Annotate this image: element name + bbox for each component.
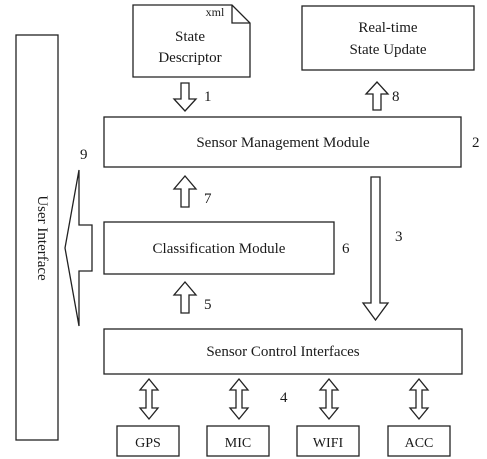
number-9: 9 xyxy=(80,147,88,163)
number-1: 1 xyxy=(204,89,212,105)
sensor-mic: MIC xyxy=(206,425,270,457)
number-5: 5 xyxy=(204,297,212,313)
arrow-wifi-bidirectional xyxy=(318,377,340,421)
sensor-acc-label: ACC xyxy=(405,436,434,451)
classification-module: Classification Module xyxy=(103,221,335,275)
sensor-control-interfaces: Sensor Control Interfaces xyxy=(103,328,463,375)
arrow-8-up xyxy=(364,81,390,111)
sensor-mic-label: MIC xyxy=(225,436,251,451)
state-descriptor-doc: xml State Descriptor xyxy=(132,4,251,78)
state-descriptor-line2: Descriptor xyxy=(158,50,221,66)
sensor-gps-label: GPS xyxy=(135,436,161,451)
sensor-wifi-label: WIFI xyxy=(313,436,344,451)
arrow-1-down xyxy=(172,82,198,112)
number-3: 3 xyxy=(395,229,403,245)
number-4: 4 xyxy=(280,390,288,406)
xml-tag: xml xyxy=(206,5,225,19)
realtime-line2: State Update xyxy=(349,42,426,58)
classification-label: Classification Module xyxy=(153,241,286,257)
sensor-control-label: Sensor Control Interfaces xyxy=(206,344,359,360)
user-interface-label: User Interface xyxy=(34,195,50,281)
number-7: 7 xyxy=(204,191,212,207)
number-2: 2 xyxy=(472,135,480,151)
realtime-state-update-box: Real-time State Update xyxy=(301,5,475,71)
sensor-gps: GPS xyxy=(116,425,180,457)
number-6: 6 xyxy=(342,241,350,257)
number-8: 8 xyxy=(392,89,400,105)
arrow-3-down xyxy=(361,176,390,322)
state-descriptor-line1: State xyxy=(175,29,205,45)
user-interface-box: User Interface xyxy=(15,34,59,441)
arrow-5-up xyxy=(172,280,198,314)
sensor-management-label: Sensor Management Module xyxy=(196,135,370,151)
sensor-wifi: WIFI xyxy=(296,425,360,457)
arrow-9-left xyxy=(64,169,93,327)
arrow-acc-bidirectional xyxy=(408,377,430,421)
arrow-7-up xyxy=(172,174,198,208)
arrow-gps-bidirectional xyxy=(138,377,160,421)
sensor-management-module: Sensor Management Module xyxy=(103,116,462,168)
realtime-line1: Real-time xyxy=(358,20,417,36)
arrow-mic-bidirectional xyxy=(228,377,250,421)
sensor-acc: ACC xyxy=(387,425,451,457)
